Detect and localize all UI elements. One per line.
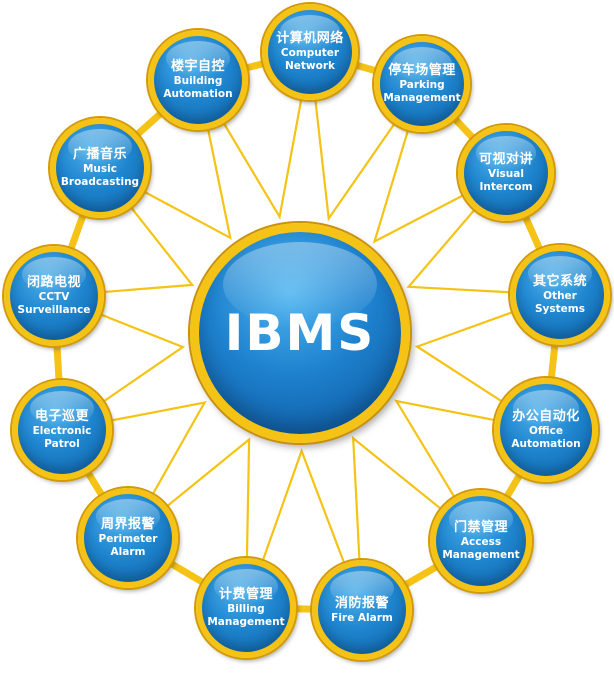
node-billing-management: 计费管理 Billing Management: [196, 558, 296, 658]
node-access-management: 门禁管理 Access Management: [430, 490, 532, 592]
node-visual-intercom: 可视对讲 Visual Intercom: [458, 125, 554, 221]
node-fire-alarm: 消防报警 Fire Alarm: [312, 560, 412, 660]
node-label-cn: 门禁管理: [453, 520, 508, 535]
node-label-cn: 周界报警: [100, 517, 155, 532]
node-music-broadcasting: 广播音乐 Music Broadcasting: [50, 118, 150, 218]
node-label-cn: 电子巡更: [34, 409, 89, 424]
node-computer-network: 计算机网络 Computer Network: [262, 4, 358, 100]
node-label-en: Access Management: [442, 536, 520, 561]
node-electronic-patrol: 电子巡更 Electronic Patrol: [12, 380, 112, 480]
node-label-en: CCTV Surveillance: [17, 291, 91, 316]
node-office-automation: 办公自动化 Office Automation: [494, 378, 598, 482]
node-label-cn: 停车场管理: [388, 63, 456, 78]
node-label-cn: 可视对讲: [478, 152, 533, 167]
node-cctv-surveillance: 闭路电视 CCTV Surveillance: [4, 246, 104, 346]
node-label-en: Other Systems: [535, 290, 585, 315]
node-label-en: Computer Network: [280, 47, 340, 72]
node-label-cn: 办公自动化: [512, 409, 580, 424]
node-label-cn: 楼宇自控: [170, 59, 225, 74]
node-label-en: Perimeter Alarm: [98, 533, 158, 558]
node-other-systems: 其它系统 Other Systems: [510, 245, 610, 345]
node-label-cn: 计费管理: [218, 587, 273, 602]
node-label-en: Electronic Patrol: [32, 425, 92, 450]
node-label-en: Building Automation: [163, 75, 233, 100]
center-label: IBMS: [224, 304, 376, 362]
node-label-en: Music Broadcasting: [60, 163, 140, 188]
node-label-cn: 消防报警: [334, 595, 389, 611]
node-label-en: Billing Management: [207, 603, 285, 628]
node-label-cn: 闭路电视: [26, 275, 81, 290]
node-label-cn: 其它系统: [532, 274, 587, 289]
node-label-en: Visual Intercom: [479, 168, 533, 193]
node-parking-management: 停车场管理 Parking Management: [374, 36, 470, 132]
node-label-en: Office Automation: [511, 425, 581, 450]
node-label-en: Fire Alarm: [331, 611, 393, 624]
node-label-cn: 计算机网络: [276, 31, 344, 46]
center-hub: IBMS: [190, 223, 410, 443]
node-perimeter-alarm: 周界报警 Perimeter Alarm: [78, 488, 178, 588]
node-building-automation: 楼宇自控 Building Automation: [148, 30, 248, 130]
node-label-en: Parking Management: [383, 79, 461, 104]
node-label-cn: 广播音乐: [72, 147, 127, 162]
